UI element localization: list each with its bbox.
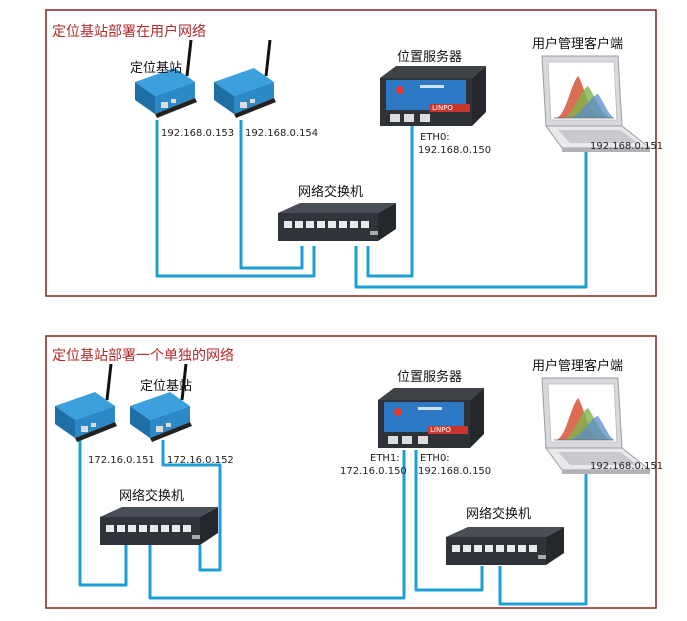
server-brand: LINPO <box>430 426 451 434</box>
panel-1-title: 定位基站部署在用户网络 <box>52 23 206 40</box>
client-laptop-icon <box>541 55 651 153</box>
base-station-ip: 172.16.0.151 <box>88 455 155 466</box>
panel-2-frame <box>45 335 657 609</box>
panel-1-frame <box>45 9 657 297</box>
base-station-icon <box>128 362 194 444</box>
server-brand: LINPO <box>432 104 453 112</box>
base-station-ip: 172.16.0.152 <box>167 455 234 466</box>
network-switch-icon <box>446 527 564 565</box>
base-station-icon <box>53 362 119 444</box>
client-label: 用户管理客户端 <box>532 358 623 374</box>
client-ip: 192.168.0.151 <box>590 141 663 152</box>
server-eth0-label: ETH0: <box>420 132 450 143</box>
switch-label: 网络交换机 <box>466 506 531 522</box>
location-server-icon <box>380 66 486 126</box>
panel-2-title: 定位基站部署一个单独的网络 <box>52 347 234 364</box>
client-label: 用户管理客户端 <box>532 36 623 52</box>
server-label: 位置服务器 <box>397 369 462 385</box>
switch-label: 网络交换机 <box>298 184 363 200</box>
location-server-icon <box>378 388 484 448</box>
client-ip: 192.168.0.151 <box>590 461 663 472</box>
base-station-icon <box>133 38 199 120</box>
client-laptop-icon <box>541 377 651 475</box>
base-station-ip: 192.168.0.153 <box>161 128 234 139</box>
panel-1-cables <box>155 120 588 289</box>
server-label: 位置服务器 <box>397 49 462 65</box>
network-switch-icon <box>278 203 396 241</box>
server-eth0-label: ETH0: <box>420 453 450 464</box>
switch-label: 网络交换机 <box>119 488 184 504</box>
server-eth0-ip: 192.168.0.150 <box>418 466 491 477</box>
base-station-label: 定位基站 <box>140 379 192 394</box>
base-station-ip: 192.168.0.154 <box>245 128 318 139</box>
server-eth0-ip: 192.168.0.150 <box>418 145 491 156</box>
panel-2-cables <box>78 440 588 606</box>
server-eth1-label: ETH1: <box>370 453 400 464</box>
base-station-icon <box>212 38 278 120</box>
server-eth1-ip: 172.16.0.150 <box>340 466 407 477</box>
network-switch-icon <box>100 507 218 545</box>
base-station-label: 定位基站 <box>130 61 182 76</box>
